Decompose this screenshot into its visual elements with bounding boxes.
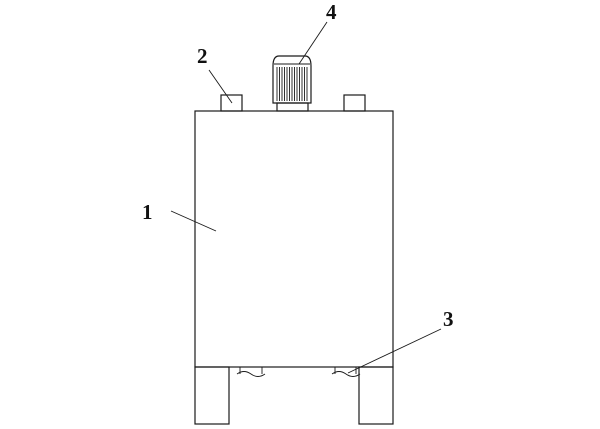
callout-3: 3 [443,307,454,331]
callout-2: 2 [197,44,208,68]
motor [272,55,312,112]
motor-cooling-fins [276,67,308,101]
leader-line-4 [298,21,328,65]
leader-line-2 [208,69,233,104]
leader-line-1 [170,210,217,232]
motor-base-flange [276,102,309,112]
top-right-nozzle [343,94,366,112]
top-left-nozzle [220,94,243,112]
left-support-leg [194,366,230,425]
right-support-leg [358,366,394,425]
leader-line-3 [347,328,442,374]
callout-4: 4 [326,0,337,24]
tank-body [194,110,394,368]
bottom-right-outlet [331,367,361,377]
motor-housing [272,55,312,104]
bottom-left-outlet [236,367,266,377]
callout-1: 1 [142,200,153,224]
